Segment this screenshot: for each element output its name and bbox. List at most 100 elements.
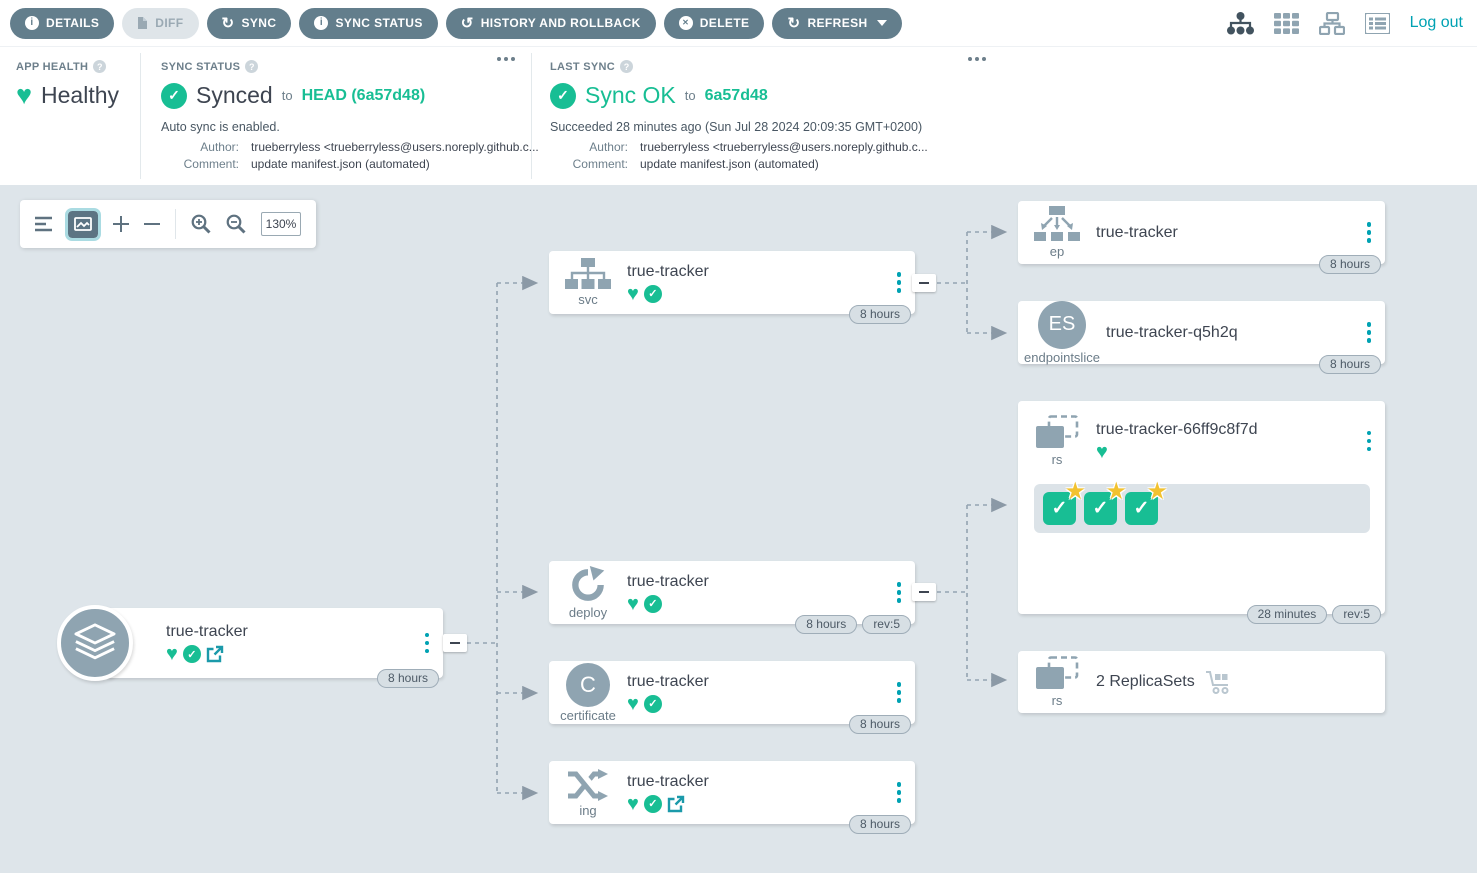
node-title: true-tracker	[627, 672, 709, 690]
pod[interactable]: ✓ ★	[1043, 480, 1086, 525]
divider	[140, 53, 141, 179]
sync-status-menu-button[interactable]	[497, 57, 515, 61]
pods-grid-icon[interactable]	[1273, 12, 1299, 34]
graph-toolbar	[20, 200, 316, 248]
node-menu-button[interactable]	[896, 272, 901, 293]
node-certificate[interactable]: C certificate true-tracker ♥ ✓ 8 hours	[549, 661, 915, 734]
last-sync-panel: LAST SYNC ? ✓ Sync OK to 6a57d48 Succeed…	[532, 47, 1002, 185]
age-badge: 8 hours	[795, 615, 858, 634]
details-button-label: DETAILS	[46, 16, 100, 30]
help-icon[interactable]: ?	[245, 60, 259, 73]
node-deployment[interactable]: deploy true-tracker ♥ ✓ 8 hours rev:5	[549, 561, 915, 634]
details-button[interactable]: i DETAILS	[10, 7, 115, 39]
node-menu-button[interactable]	[1366, 222, 1371, 243]
application-tree-icon[interactable]	[1226, 11, 1254, 35]
endpoints-icon	[1034, 206, 1080, 241]
last-sync-revision[interactable]: 6a57d48	[704, 86, 768, 104]
synced-check-icon: ✓	[643, 594, 662, 613]
collapse-button[interactable]	[912, 274, 936, 292]
node-endpoints[interactable]: ep true-tracker 8 hours	[1018, 201, 1385, 274]
node-title: true-tracker	[627, 772, 709, 790]
comment-value: update manifest.json (automated)	[251, 157, 430, 171]
external-link-icon[interactable]	[206, 645, 224, 663]
external-link-icon[interactable]	[667, 795, 685, 813]
network-icon[interactable]	[1318, 11, 1345, 35]
node-menu-button[interactable]	[1366, 322, 1371, 343]
node-endpointslice[interactable]: ES endpointslice true-tracker-q5h2q 8 ho…	[1018, 300, 1385, 374]
node-menu-button[interactable]	[896, 582, 901, 603]
node-menu-button[interactable]	[1366, 430, 1371, 452]
resource-list-icon[interactable]	[1364, 12, 1390, 34]
age-badge: 8 hours	[376, 669, 439, 688]
node-menu-button[interactable]	[896, 782, 901, 803]
synced-check-icon: ✓	[182, 645, 201, 663]
node-title: true-tracker-q5h2q	[1106, 323, 1238, 341]
dolly-icon[interactable]	[1205, 670, 1231, 694]
action-buttons: i DETAILS DIFF ↻ SYNC i SYNC STATUS ↺ HI…	[10, 7, 902, 39]
refresh-button-label: REFRESH	[807, 16, 868, 30]
delete-button[interactable]: ✕ DELETE	[663, 7, 765, 39]
last-sync-menu-button[interactable]	[968, 57, 986, 61]
kind-label: certificate	[560, 707, 616, 723]
endpointslice-icon: ES	[1038, 300, 1086, 349]
pod[interactable]: ✓ ★	[1084, 480, 1127, 525]
sync-status-button[interactable]: i SYNC STATUS	[299, 7, 438, 39]
layers-icon	[74, 623, 116, 660]
pod-star-icon: ★	[1064, 478, 1086, 505]
zoom-in-button[interactable]	[113, 216, 129, 232]
help-icon[interactable]: ?	[620, 60, 634, 73]
view-controls: Log out	[1226, 11, 1463, 35]
comment-label: Comment:	[183, 157, 239, 171]
collapse-button[interactable]	[912, 583, 936, 601]
replicaset-icon	[1036, 415, 1079, 448]
magnifier-minus-icon[interactable]	[226, 214, 246, 234]
history-rollback-button[interactable]: ↺ HISTORY AND ROLLBACK	[445, 7, 656, 39]
magnifier-plus-icon[interactable]	[191, 214, 211, 234]
application-avatar[interactable]	[57, 605, 133, 681]
help-icon[interactable]: ?	[93, 60, 107, 73]
times-circle-icon: ✕	[678, 16, 693, 30]
healthy-heart-icon: ♥	[627, 692, 639, 715]
age-badge: 8 hours	[848, 815, 911, 834]
zoom-percent-input[interactable]	[261, 212, 301, 236]
info-circle-icon: i	[314, 16, 329, 30]
healthy-heart-icon: ♥	[166, 643, 178, 665]
collapse-button[interactable]	[443, 634, 467, 652]
refresh-button[interactable]: ↻ REFRESH	[772, 7, 902, 39]
node-replicaset[interactable]: rs true-tracker-66ff9c8f7d ♥ ✓ ★ ✓ ★ ✓ ★	[1018, 401, 1385, 624]
diff-button-label: DIFF	[155, 16, 184, 30]
top-toolbar: i DETAILS DIFF ↻ SYNC i SYNC STATUS ↺ HI…	[0, 0, 1477, 47]
kind-label: ing	[579, 802, 597, 818]
node-ingress[interactable]: ing true-tracker ♥ ✓ 8 hours	[549, 761, 915, 834]
layout-icon[interactable]	[35, 216, 53, 232]
node-application[interactable]: true-tracker ♥ ✓ 8 hours	[106, 608, 443, 688]
diff-button[interactable]: DIFF	[122, 7, 199, 39]
sync-button[interactable]: ↻ SYNC	[206, 7, 292, 39]
pod[interactable]: ✓ ★	[1125, 480, 1168, 525]
synced-check-icon: ✓	[643, 694, 662, 713]
author-value: trueberryless <trueberryless@users.norep…	[251, 140, 539, 154]
app-health-panel: APP HEALTH ? ♥ Healthy	[0, 47, 140, 185]
pod-healthy-check-icon: ✓	[1092, 498, 1109, 519]
pod-star-icon: ★	[1105, 478, 1127, 505]
node-menu-button[interactable]	[424, 632, 429, 654]
kind-label: deploy	[568, 604, 608, 620]
zoom-out-button[interactable]	[144, 216, 160, 232]
logout-link[interactable]: Log out	[1409, 14, 1463, 31]
fit-to-view-button[interactable]	[65, 207, 101, 241]
synced-check-icon: ✓	[643, 284, 662, 303]
last-sync-label: LAST SYNC	[550, 60, 616, 73]
heart-icon: ♥	[16, 80, 33, 110]
kind-label: rs	[1051, 693, 1063, 708]
kind-label: endpointslice	[1024, 349, 1100, 365]
sync-target-revision[interactable]: HEAD (6a57d48)	[301, 86, 426, 104]
info-circle-icon: i	[25, 16, 39, 30]
author-label: Author:	[200, 140, 239, 154]
resource-tree-canvas[interactable]: true-tracker ♥ ✓ 8 hours svc true-tracke	[0, 185, 1477, 873]
divider	[175, 209, 176, 239]
node-menu-button[interactable]	[896, 682, 901, 703]
node-service[interactable]: svc true-tracker ♥ ✓ 8 hours	[549, 251, 915, 324]
node-title: true-tracker	[166, 623, 248, 640]
node-replicasets-group[interactable]: rs 2 ReplicaSets	[1018, 651, 1385, 713]
pods-strip: ✓ ★ ✓ ★ ✓ ★	[1034, 480, 1370, 533]
